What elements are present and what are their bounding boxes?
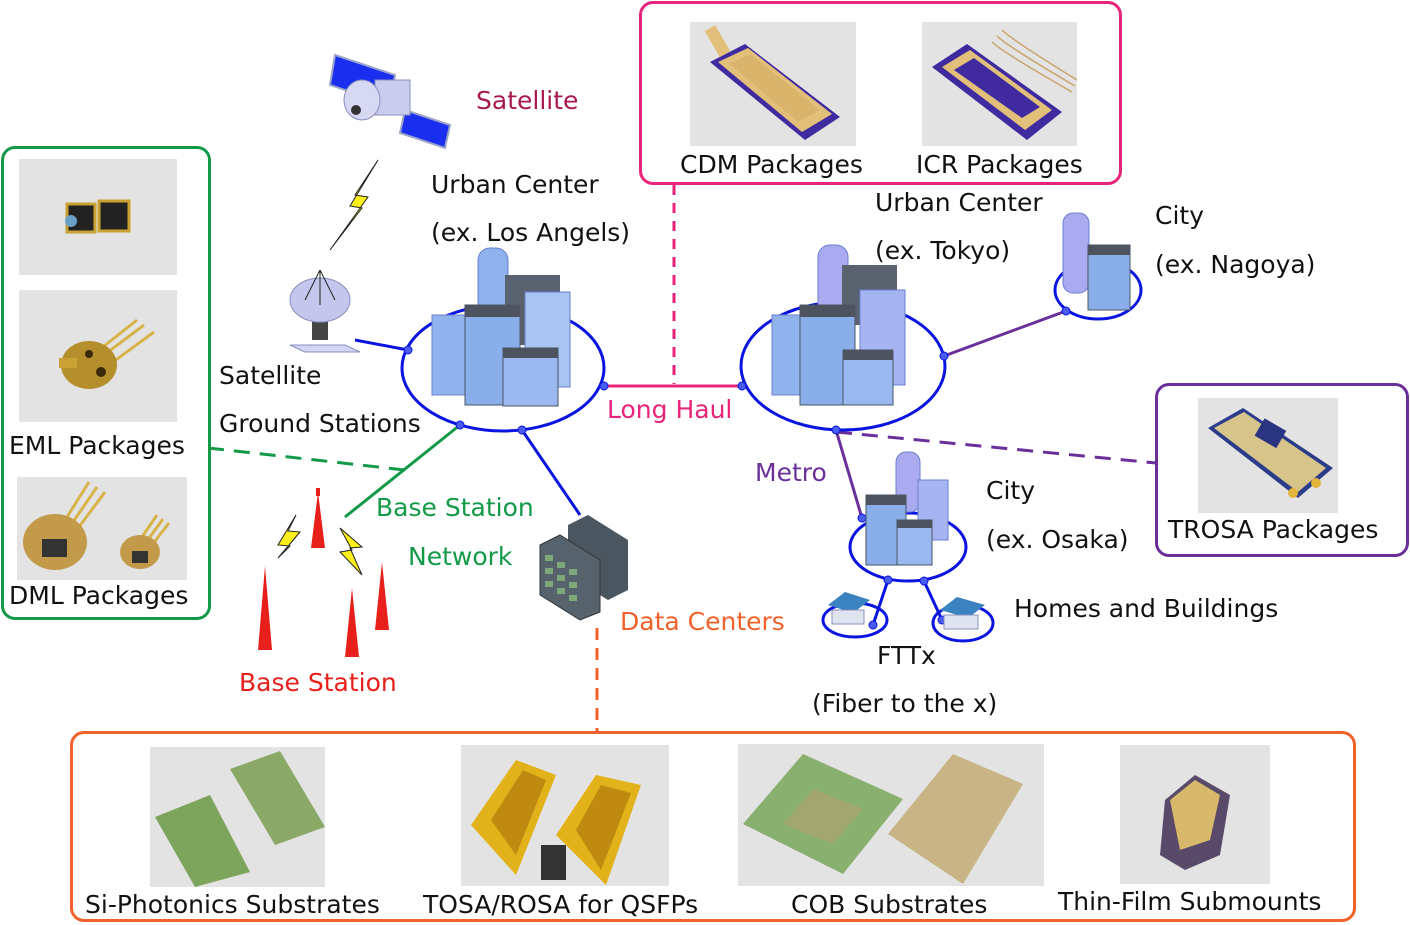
satellite-label: Satellite: [476, 86, 579, 115]
dml-package-image: [17, 477, 187, 580]
urban-tokyo-label-1: Urban Center: [875, 188, 1043, 217]
node-dot: [455, 420, 465, 430]
tosa-rosa-icon: [471, 760, 641, 885]
metro-label: Metro: [755, 458, 827, 487]
ground-station-icon: [289, 269, 361, 353]
thin-film-image: [1120, 745, 1270, 884]
node-dot: [883, 575, 893, 585]
node-dot: [403, 345, 413, 355]
urban-tokyo-label-2: (ex. Tokyo): [875, 236, 1011, 265]
base-station-network-label-1: Base Station: [376, 493, 534, 522]
icr-package-icon: [932, 29, 1078, 140]
fttx-label-1: FTTx: [877, 641, 936, 670]
data-center-link: [520, 429, 582, 516]
home-icon: [940, 597, 985, 630]
long-haul-label: Long Haul: [607, 395, 733, 424]
city-nagoya-icon: [1062, 212, 1131, 311]
eml-package-image-2: [19, 290, 177, 422]
node-dot: [868, 620, 878, 630]
data-center-icon: [539, 515, 628, 621]
eml-label: EML Packages: [9, 431, 185, 460]
homes-label: Homes and Buildings: [1014, 594, 1279, 623]
eml-connector: [207, 446, 406, 472]
cob-substrates-image: [738, 744, 1044, 886]
dml-package-icon: [23, 481, 171, 570]
node-dot: [599, 381, 609, 391]
lightning-icon: [277, 514, 302, 559]
ring-osaka: [848, 511, 968, 583]
base-station-network-label-2: Network: [408, 542, 513, 571]
city-osaka-label-1: City: [986, 476, 1035, 505]
base-station-tower-icon: [258, 488, 389, 657]
city-nagoya-label-1: City: [1155, 201, 1204, 230]
datacenter-packages-panel: Si-Photonics Substrates TOSA/ROSA for QS…: [70, 731, 1356, 922]
si-photonics-image: [150, 747, 325, 887]
coherent-packages-panel: CDM Packages ICR Packages: [639, 1, 1122, 185]
satellite-icon: [328, 53, 452, 150]
cob-label: COB Substrates: [791, 890, 988, 919]
cdm-package-image: [690, 22, 856, 146]
icr-package-image: [922, 22, 1078, 146]
lightning-icon: [329, 159, 379, 251]
cob-substrates-icon: [743, 754, 1023, 884]
cdm-package-icon: [704, 25, 840, 140]
urban-center-la-icon: [431, 247, 571, 407]
si-photonics-icon: [155, 751, 325, 887]
laser-packages-panel: EML Packages DML Packages: [1, 146, 211, 620]
si-photonics-label: Si-Photonics Substrates: [85, 890, 380, 919]
ground-station-link: [354, 338, 409, 352]
urban-la-label-2: (ex. Los Angels): [431, 218, 631, 247]
thin-film-label: Thin-Film Submounts: [1058, 887, 1322, 916]
tosa-rosa-image: [461, 745, 669, 886]
trosa-connector: [835, 430, 1157, 465]
dml-label: DML Packages: [9, 581, 189, 610]
node-dot: [1061, 306, 1071, 316]
metro-link: [834, 429, 864, 519]
trosa-package-icon: [1208, 408, 1333, 498]
base-station-label: Base Station: [239, 668, 397, 697]
thin-film-submount-icon: [1160, 775, 1230, 870]
node-dot: [831, 425, 841, 435]
data-centers-label: Data Centers: [620, 607, 785, 636]
urban-center-tokyo-icon: [771, 244, 906, 406]
trosa-label: TROSA Packages: [1168, 515, 1379, 544]
node-dot: [939, 351, 949, 361]
trosa-packages-panel: TROSA Packages: [1155, 383, 1409, 557]
lightning-icon: [338, 527, 364, 576]
fttx-label-2: (Fiber to the x): [812, 689, 998, 718]
trosa-package-image: [1198, 398, 1338, 513]
city-osaka-label-2: (ex. Osaka): [986, 525, 1129, 554]
icr-label: ICR Packages: [916, 150, 1083, 179]
cdm-label: CDM Packages: [680, 150, 863, 179]
urban-la-label-1: Urban Center: [431, 170, 599, 199]
ground-stations-label-1: Satellite: [219, 361, 322, 390]
node-dot: [517, 425, 527, 435]
fttx-link-left: [871, 579, 890, 626]
home-icon: [828, 592, 870, 625]
ground-stations-label-2: Ground Stations: [219, 409, 421, 438]
node-dot: [919, 576, 929, 586]
city-osaka-icon: [865, 451, 949, 566]
nagoya-link: [943, 309, 1067, 358]
city-nagoya-label-2: (ex. Nagoya): [1155, 250, 1316, 279]
eml-package-image-1: [19, 159, 177, 275]
base-station-network-link: [344, 423, 461, 519]
to-can-icon: [59, 318, 155, 389]
tosa-rosa-label: TOSA/ROSA for QSFPs: [423, 890, 699, 919]
node-dot: [737, 381, 747, 391]
eml-package-icon: [65, 199, 131, 234]
